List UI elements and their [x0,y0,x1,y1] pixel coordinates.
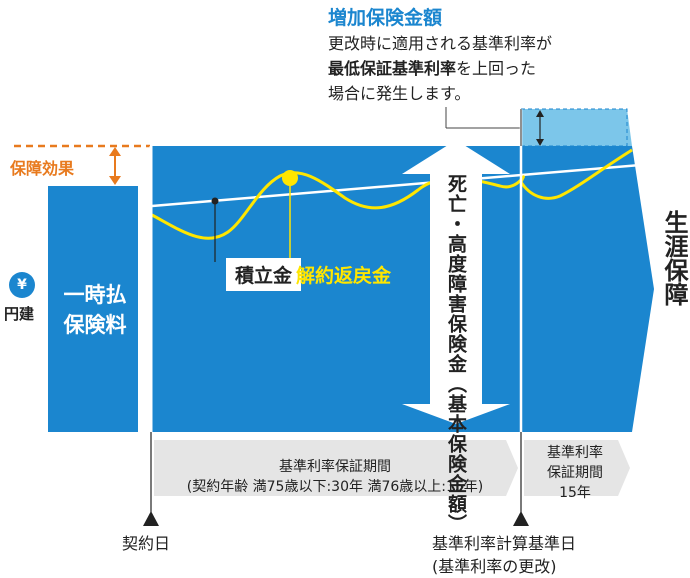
guarantee-effect-label: 保障効果 [10,159,75,178]
death-benefit-arrow-top [402,140,510,174]
period-next-line3: 15年 [559,485,591,501]
surrender-wave [151,148,633,240]
lump-sum-line2: 保険料 [63,313,127,337]
surrender-dot [282,170,298,186]
period-main-line1: 基準利率保証期間 [279,459,391,475]
base-date-marker [513,511,529,526]
increase-note-title: 増加保険金額 [328,7,443,29]
surrender-label: 解約返戻金 [296,265,392,287]
base-date-sublabel: (基準利率の更改) [432,557,557,576]
contract-date-label: 契約日 [122,534,171,553]
death-benefit-label: 死亡・高度障害保険金（基本保険金額） [445,174,467,534]
lifetime-coverage-label: 生涯保障 [660,210,688,306]
period-band-next [524,440,630,496]
period-main-line2: (契約年齢 満75歳以下:30年 満76歳以上:15年) [186,479,484,495]
increase-amount-block [521,109,632,146]
period-next-label: 基準利率 保証期間 15年 [522,443,628,503]
period-next-line2: 保証期間 [547,465,603,481]
guarantee-effect-arrow-up [109,147,121,156]
contract-date-marker [143,511,159,526]
base-date-label: 基準利率計算基準日 [432,534,577,553]
period-next-line1: 基準利率 [547,445,603,461]
reserve-dot [211,197,219,205]
reserve-line [151,163,641,208]
lump-sum-block [48,186,138,432]
lump-sum-line1: 一時払 [63,283,127,307]
period-band-main [154,440,518,496]
increase-note-line2: 最低保証基準利率を上回った [328,55,536,79]
coverage-area [150,146,654,432]
increase-note-line3: 場合に発生します。 [328,84,471,103]
death-benefit-arrow-bottom [402,404,510,424]
increase-note-line1: 更改時に適用される基準利率が [328,34,553,53]
death-benefit-shaft [430,172,482,406]
yen-icon: ¥ [9,272,35,298]
increase-note-bold: 最低保証基準利率 [328,59,457,78]
increase-arrow-up [536,110,544,117]
lump-sum-label: 一時払 保険料 [52,280,138,340]
period-main-label: 基準利率保証期間 (契約年齢 満75歳以下:30年 満76歳以上:15年) [156,457,514,497]
increase-note-rest: を上回った [456,59,537,78]
increase-arrow-down [536,139,544,146]
yen-unit-label: 円建 [4,305,35,323]
reserve-label: 積立金 [226,258,302,291]
guarantee-effect-arrow-down [109,176,121,185]
